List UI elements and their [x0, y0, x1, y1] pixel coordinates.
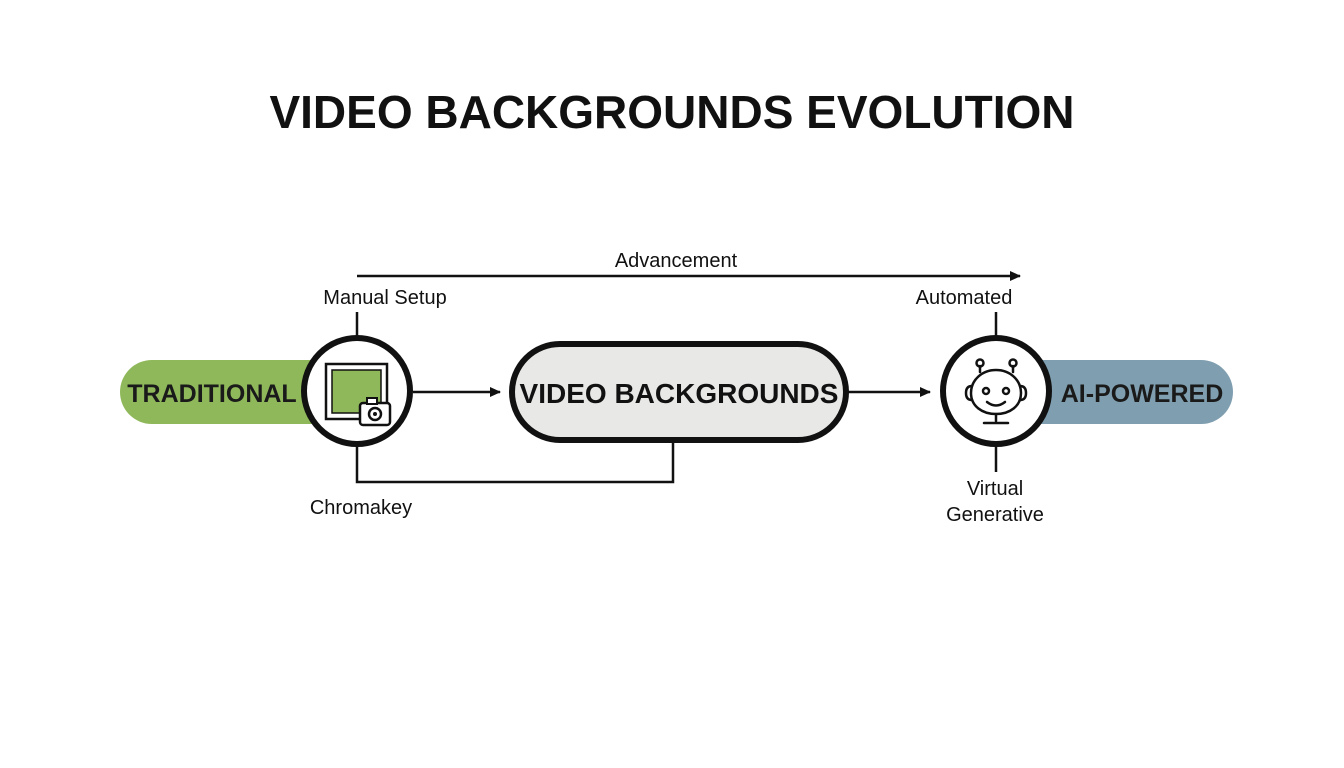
traditional-label: TRADITIONAL	[127, 380, 296, 408]
chromakey-connector	[355, 442, 675, 484]
manual-setup-label: Manual Setup	[323, 287, 446, 309]
automated-label: Automated	[916, 287, 1013, 309]
green-screen-camera-icon	[324, 362, 392, 427]
virtual-label: Virtual	[967, 478, 1023, 500]
ai-powered-node	[940, 335, 1052, 447]
traditional-pill	[120, 360, 360, 424]
diagram-title: VIDEO BACKGROUNDS EVOLUTION	[269, 86, 1074, 138]
generative-label: Generative	[946, 504, 1044, 526]
ai-powered-label: AI-POWERED	[1061, 380, 1224, 408]
video-backgrounds-node	[509, 341, 849, 443]
video-backgrounds-label: VIDEO BACKGROUNDS	[520, 378, 839, 409]
ai-powered-pill	[990, 360, 1233, 424]
robot-icon	[964, 358, 1028, 425]
chromakey-label: Chromakey	[310, 497, 412, 519]
advancement-label: Advancement	[615, 250, 738, 272]
